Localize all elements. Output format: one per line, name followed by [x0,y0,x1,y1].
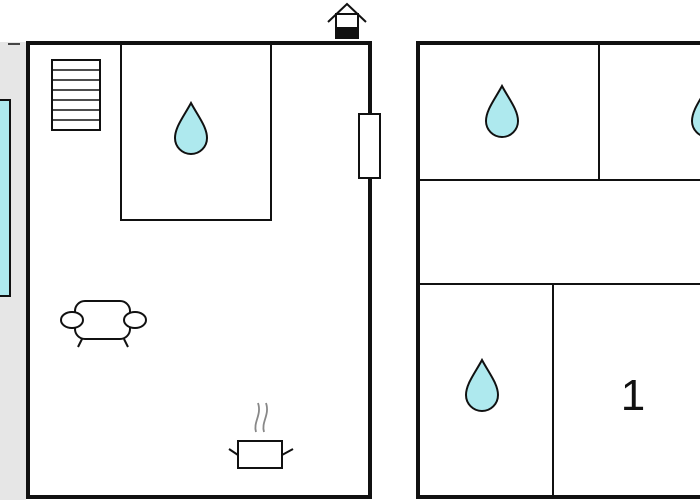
upper-floor-outline [416,41,700,499]
water-drop-icon [464,357,500,412]
cooking-pot-icon [228,402,294,469]
pool [0,99,11,297]
bedroom-number: 1 [621,371,645,420]
water-drop-icon [484,83,520,138]
stairs-icon [51,59,101,131]
water-drop-icon [690,97,700,136]
window-icon [358,113,381,179]
house-entrance-icon [327,2,367,39]
sofa-icon [60,300,147,348]
water-drop-icon [173,100,209,155]
